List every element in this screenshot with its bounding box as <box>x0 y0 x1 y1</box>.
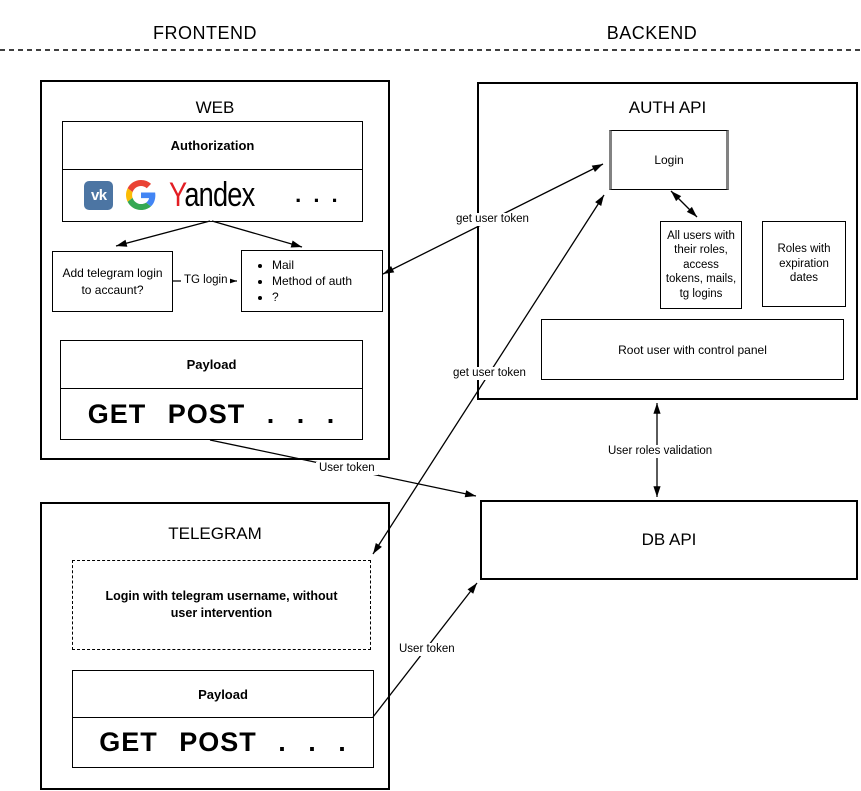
telegram-container: TELEGRAM Login with telegram username, w… <box>40 502 390 790</box>
authorization-box: Authorization vk Yandex . . . <box>62 121 363 222</box>
users-store-box: All users with their roles, access token… <box>660 221 742 309</box>
more-providers-ellipsis: . . . <box>295 182 341 207</box>
authorization-title: Authorization <box>63 122 362 170</box>
auth-api-title: AUTH API <box>628 98 707 117</box>
telegram-payload-methods: GET POST . . . <box>99 727 347 757</box>
root-user-box: Root user with control panel <box>541 319 844 380</box>
web-payload-title: Payload <box>61 341 362 389</box>
web-title: WEB <box>195 98 235 117</box>
get-user-token-web-label: get user token <box>453 213 532 226</box>
user-roles-validation-label: User roles validation <box>605 445 716 458</box>
tg-login-edge-label: TG login <box>181 274 231 287</box>
web-payload-methods: GET POST . . . <box>87 398 336 429</box>
yandex-logo-rest: andex <box>184 175 256 214</box>
telegram-payload-title: Payload <box>73 671 373 718</box>
web-container: WEB Authorization vk Yandex . . . Add te… <box>40 80 390 460</box>
auth-method-item: Method of auth <box>272 274 382 288</box>
google-icon[interactable] <box>126 180 156 210</box>
user-token-web-label: User token <box>316 462 378 475</box>
telegram-payload-box: Payload GET POST . . . <box>72 670 374 768</box>
frontend-section-header: FRONTEND <box>153 23 257 43</box>
telegram-login-note-box: Login with telegram username, without us… <box>72 560 371 650</box>
web-payload-box: Payload GET POST . . . <box>60 340 363 440</box>
auth-api-container: AUTH API Login All users with their role… <box>477 82 858 400</box>
yandex-logo[interactable]: Yandex <box>169 175 256 215</box>
telegram-title: TELEGRAM <box>168 524 262 543</box>
yandex-logo-y: Y <box>169 175 185 214</box>
db-api-container: DB API <box>480 500 858 580</box>
vk-icon[interactable]: vk <box>84 180 114 210</box>
login-box: Login <box>609 130 729 190</box>
auth-providers-row: vk Yandex . . . <box>63 170 362 220</box>
roles-store-box: Roles with expiration dates <box>762 221 846 307</box>
auth-method-item: Mail <box>272 258 382 272</box>
auth-methods-box: Mail Method of auth ? <box>241 250 383 312</box>
add-telegram-box: Add telegram login to accaunt? <box>52 251 173 312</box>
get-user-token-telegram-label: get user token <box>450 367 529 380</box>
backend-section-header: BACKEND <box>606 23 698 43</box>
user-token-telegram-label: User token <box>396 643 458 656</box>
auth-methods-list: Mail Method of auth ? <box>242 256 382 306</box>
auth-method-item: ? <box>272 290 382 304</box>
